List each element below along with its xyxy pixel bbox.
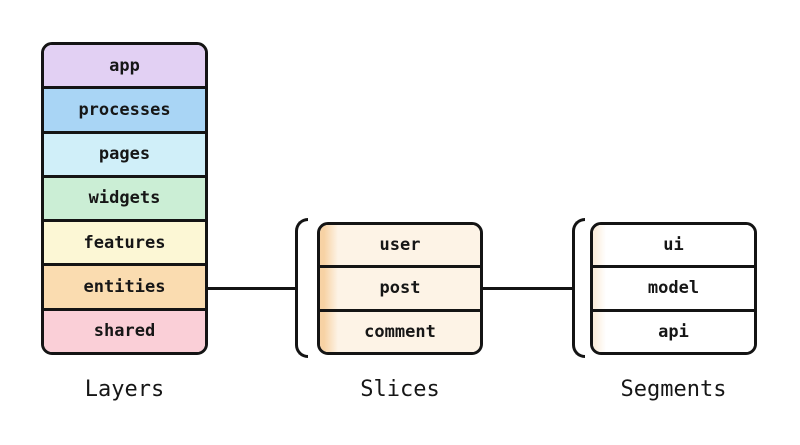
layers-stack: app processes pages widgets features ent… xyxy=(41,42,208,355)
slices-segments-connector-line xyxy=(480,287,573,290)
layer-row-app: app xyxy=(44,45,205,90)
slice-row-post: post xyxy=(320,268,480,312)
layer-row-widgets: widgets xyxy=(44,177,205,223)
segment-row-model: model xyxy=(593,268,754,312)
layers-slices-connector-line xyxy=(205,287,296,290)
segment-row-ui: ui xyxy=(593,225,754,269)
slice-row-user: user xyxy=(320,225,480,269)
segments-group-label: Segments xyxy=(620,376,727,402)
layer-row-processes: processes xyxy=(44,89,205,134)
slices-bracket xyxy=(295,218,308,358)
layer-row-shared: shared xyxy=(44,310,205,352)
segment-row-api: api xyxy=(593,311,754,352)
slices-group-label: Slices xyxy=(360,376,440,402)
slices-stack: user post comment xyxy=(317,222,483,355)
layer-row-pages: pages xyxy=(44,133,205,178)
segments-stack: ui model api xyxy=(590,222,757,355)
layer-row-entities: entities xyxy=(44,266,205,311)
segments-bracket xyxy=(572,218,585,358)
layer-row-features: features xyxy=(44,222,205,267)
layers-group-label: Layers xyxy=(84,376,165,402)
slice-row-comment: comment xyxy=(320,311,480,352)
